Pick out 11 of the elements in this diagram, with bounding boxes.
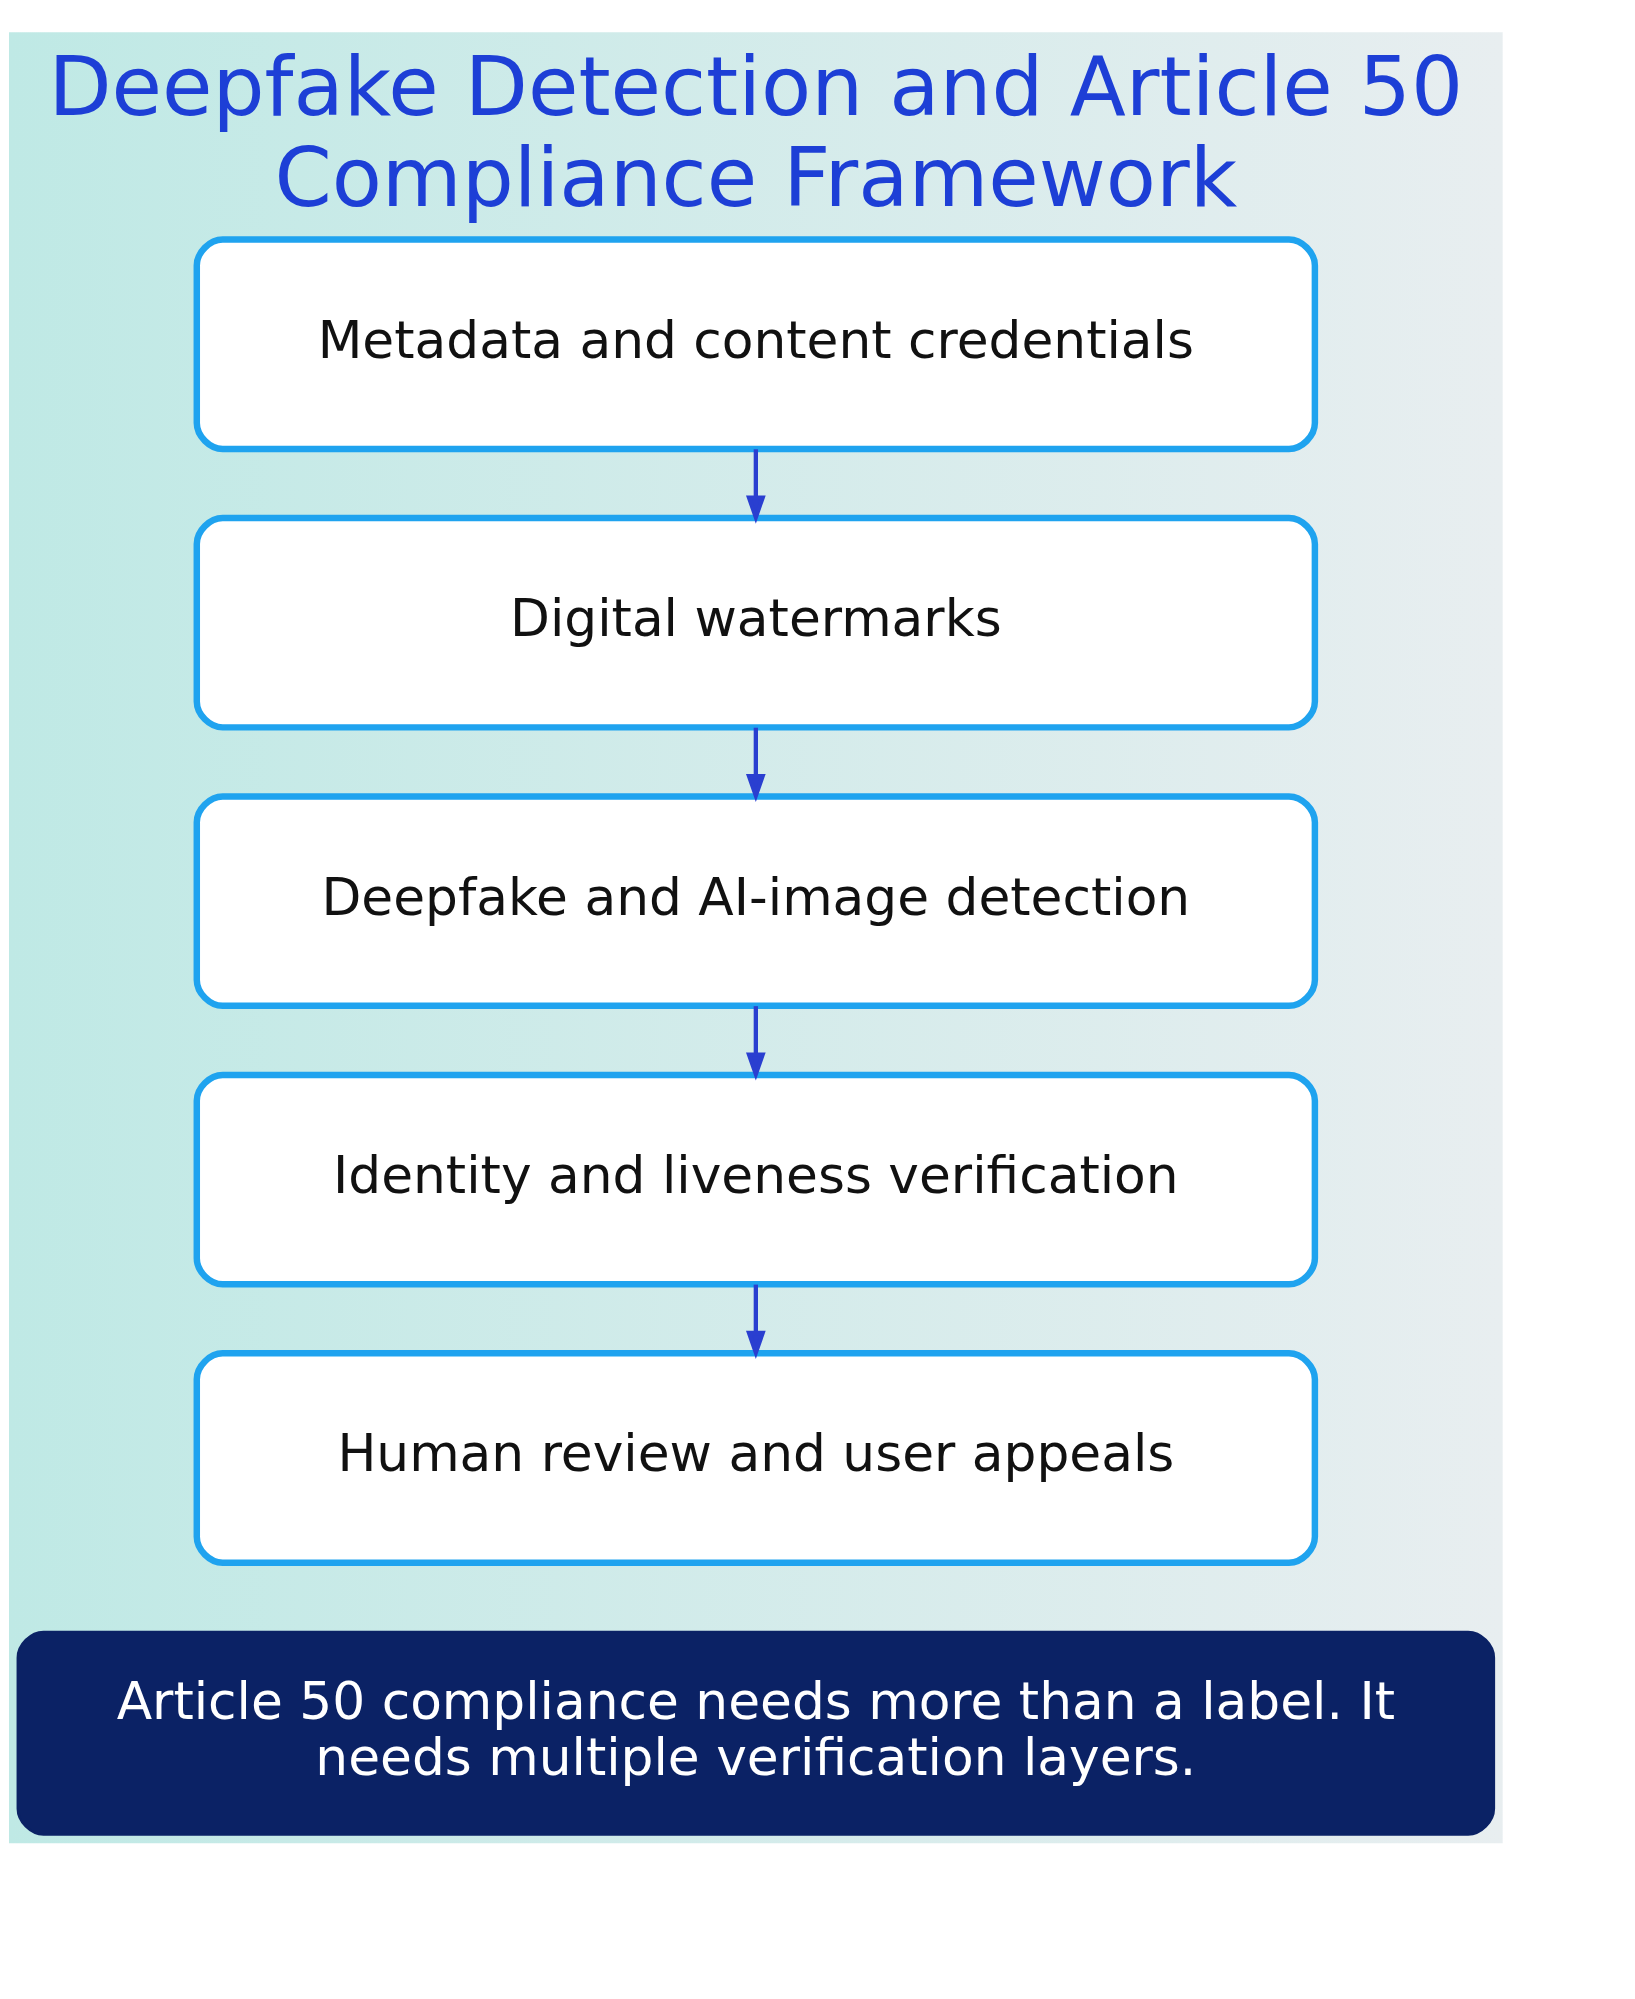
node-box: Digital watermarks <box>193 514 1318 731</box>
arrow <box>745 448 766 524</box>
node-box: Human review and user appeals <box>193 1349 1318 1566</box>
node-box: Deepfake and AI-image detection <box>193 792 1318 1009</box>
diagram-title: Deepfake Detection and Article 50 Compliance Framework <box>47 38 1463 225</box>
arrow <box>745 1005 766 1081</box>
arrow <box>745 1284 766 1359</box>
node-box: Identity and liveness verification <box>193 1071 1318 1287</box>
node-box: Article 50 compliance needs more than a label. It needs multiple verification layers. <box>16 1630 1495 1836</box>
arrow <box>745 727 766 802</box>
node-box: Metadata and content credentials <box>193 235 1318 452</box>
